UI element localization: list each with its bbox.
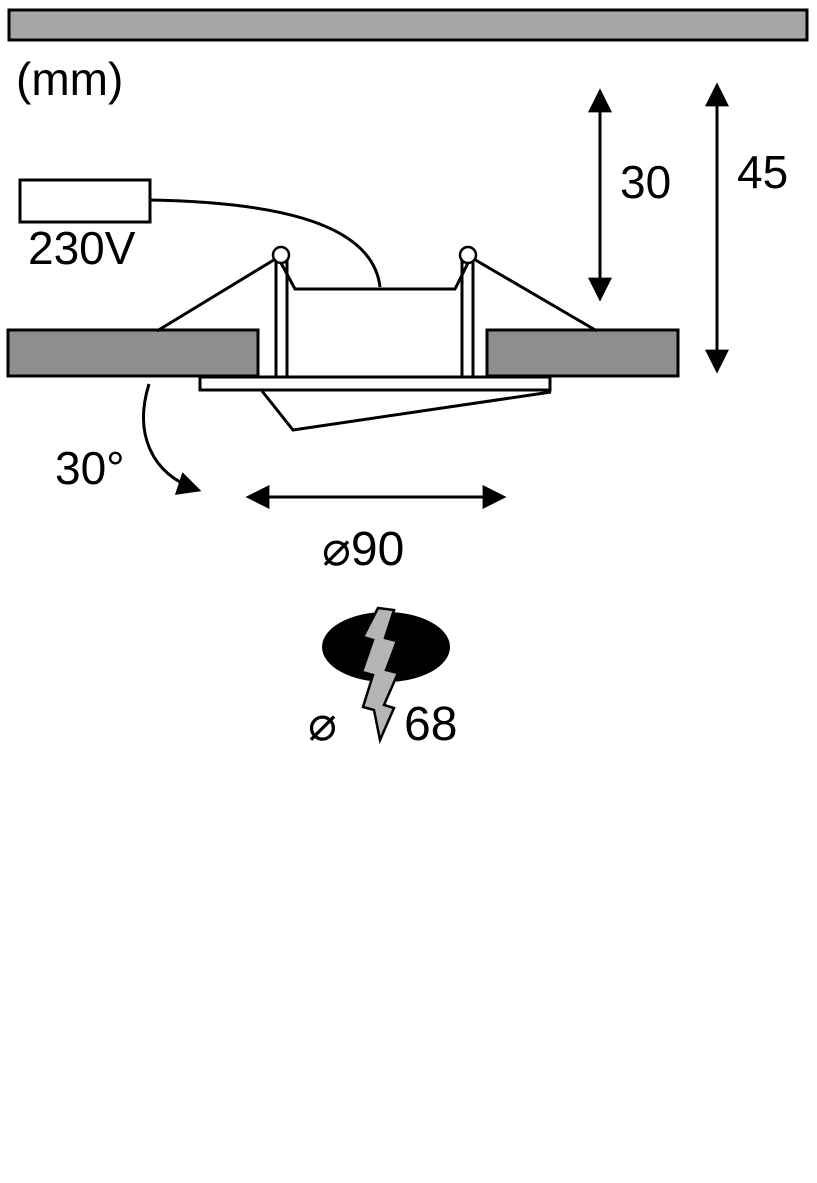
- mounting-spring-right: [471, 256, 598, 333]
- height-value: 45: [737, 146, 788, 198]
- ceiling-section-left: [6, 328, 260, 378]
- cutout-prefix: ⌀: [308, 698, 337, 751]
- unit-label: (mm): [16, 53, 123, 105]
- trim-ring: [198, 375, 552, 392]
- supply-wire: [149, 198, 382, 288]
- cutout-value: 68: [404, 698, 457, 751]
- fixture-bracket-left: [274, 260, 289, 379]
- tilt-angle-arrow: [142, 383, 202, 495]
- cup-flare-left: [279, 262, 297, 290]
- pivot-right: [458, 245, 478, 265]
- ceiling-panel: [7, 8, 809, 42]
- pivot-left: [271, 245, 291, 265]
- tilt-angle-value: 30°: [55, 442, 125, 494]
- tilted-lens: [260, 390, 552, 432]
- voltage-label: 230V: [28, 222, 136, 274]
- depth-value: 30: [620, 156, 671, 208]
- fixture-bracket-right: [460, 260, 475, 379]
- cut-bolt-icon: [360, 606, 400, 745]
- mounting-spring-left: [156, 256, 278, 333]
- ceiling-section-right: [485, 328, 680, 378]
- transformer-box: [18, 178, 152, 224]
- diameter-value: ⌀90: [322, 523, 404, 576]
- cup-flare-right: [453, 262, 470, 290]
